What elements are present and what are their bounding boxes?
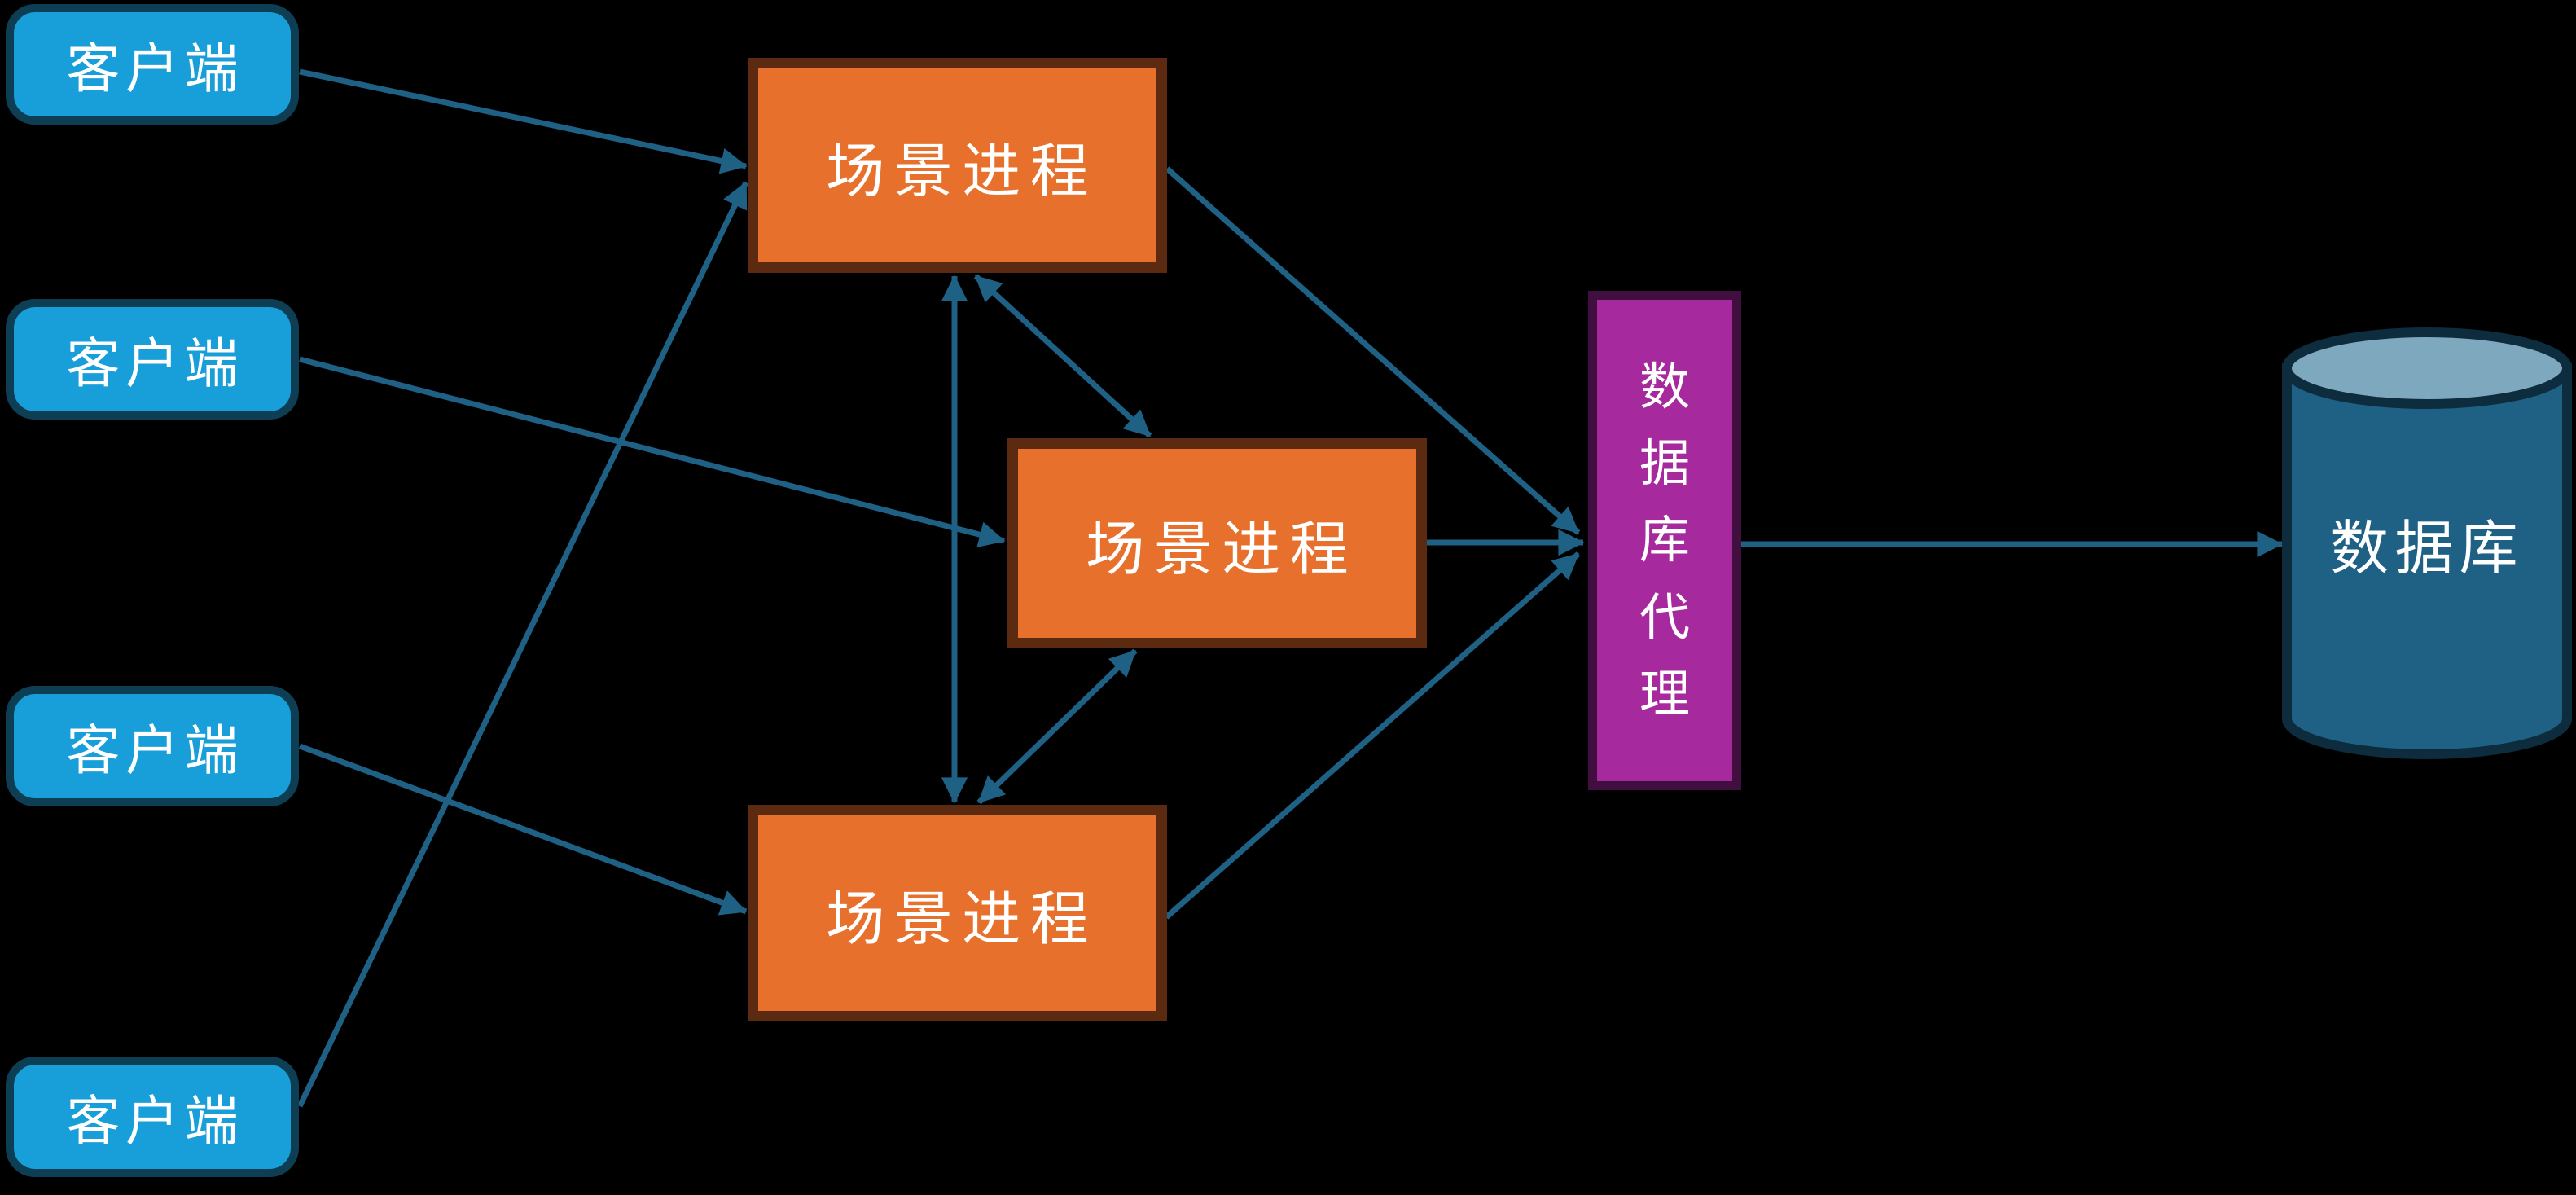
db-proxy-node: 数据库代理 [1588,291,1741,790]
edge-scene3-to-proxy [1164,551,1581,920]
database-cylinder [2282,327,2572,759]
client-node-1: 客户端 [6,4,299,125]
db-proxy-label: 数据库代理 [1639,356,1691,723]
client-node-3: 客户端 [6,686,299,806]
client-node-4: 客户端 [6,1057,299,1177]
edge-client1-to-scene1 [299,68,748,174]
scene-process-node-3: 场景进程 [748,805,1167,1021]
edge-client4-to-scene1 [296,181,749,1108]
client-2-label: 客户端 [66,332,244,395]
scene-process-node-2: 场景进程 [1007,438,1427,648]
scene-process-2-label: 场景进程 [1086,514,1358,583]
scene-process-3-label: 场景进程 [826,884,1099,953]
edge-client2-to-scene2 [299,356,1006,547]
edge-scene2-scene3-two-way [976,648,1138,805]
client-3-label: 客户端 [66,719,244,782]
edge-scene1-to-proxy [1165,166,1581,535]
scene-process-node-1: 场景进程 [748,58,1167,273]
edge-scene1-scene2-two-way [973,274,1152,438]
client-node-2: 客户端 [6,299,299,420]
client-1-label: 客户端 [66,37,244,100]
client-4-label: 客户端 [66,1090,244,1153]
scene-process-1-label: 场景进程 [826,136,1099,205]
database-label-box: 数据库 [2287,485,2567,600]
edge-client3-to-scene3 [298,743,748,916]
database-label: 数据库 [2330,513,2524,582]
